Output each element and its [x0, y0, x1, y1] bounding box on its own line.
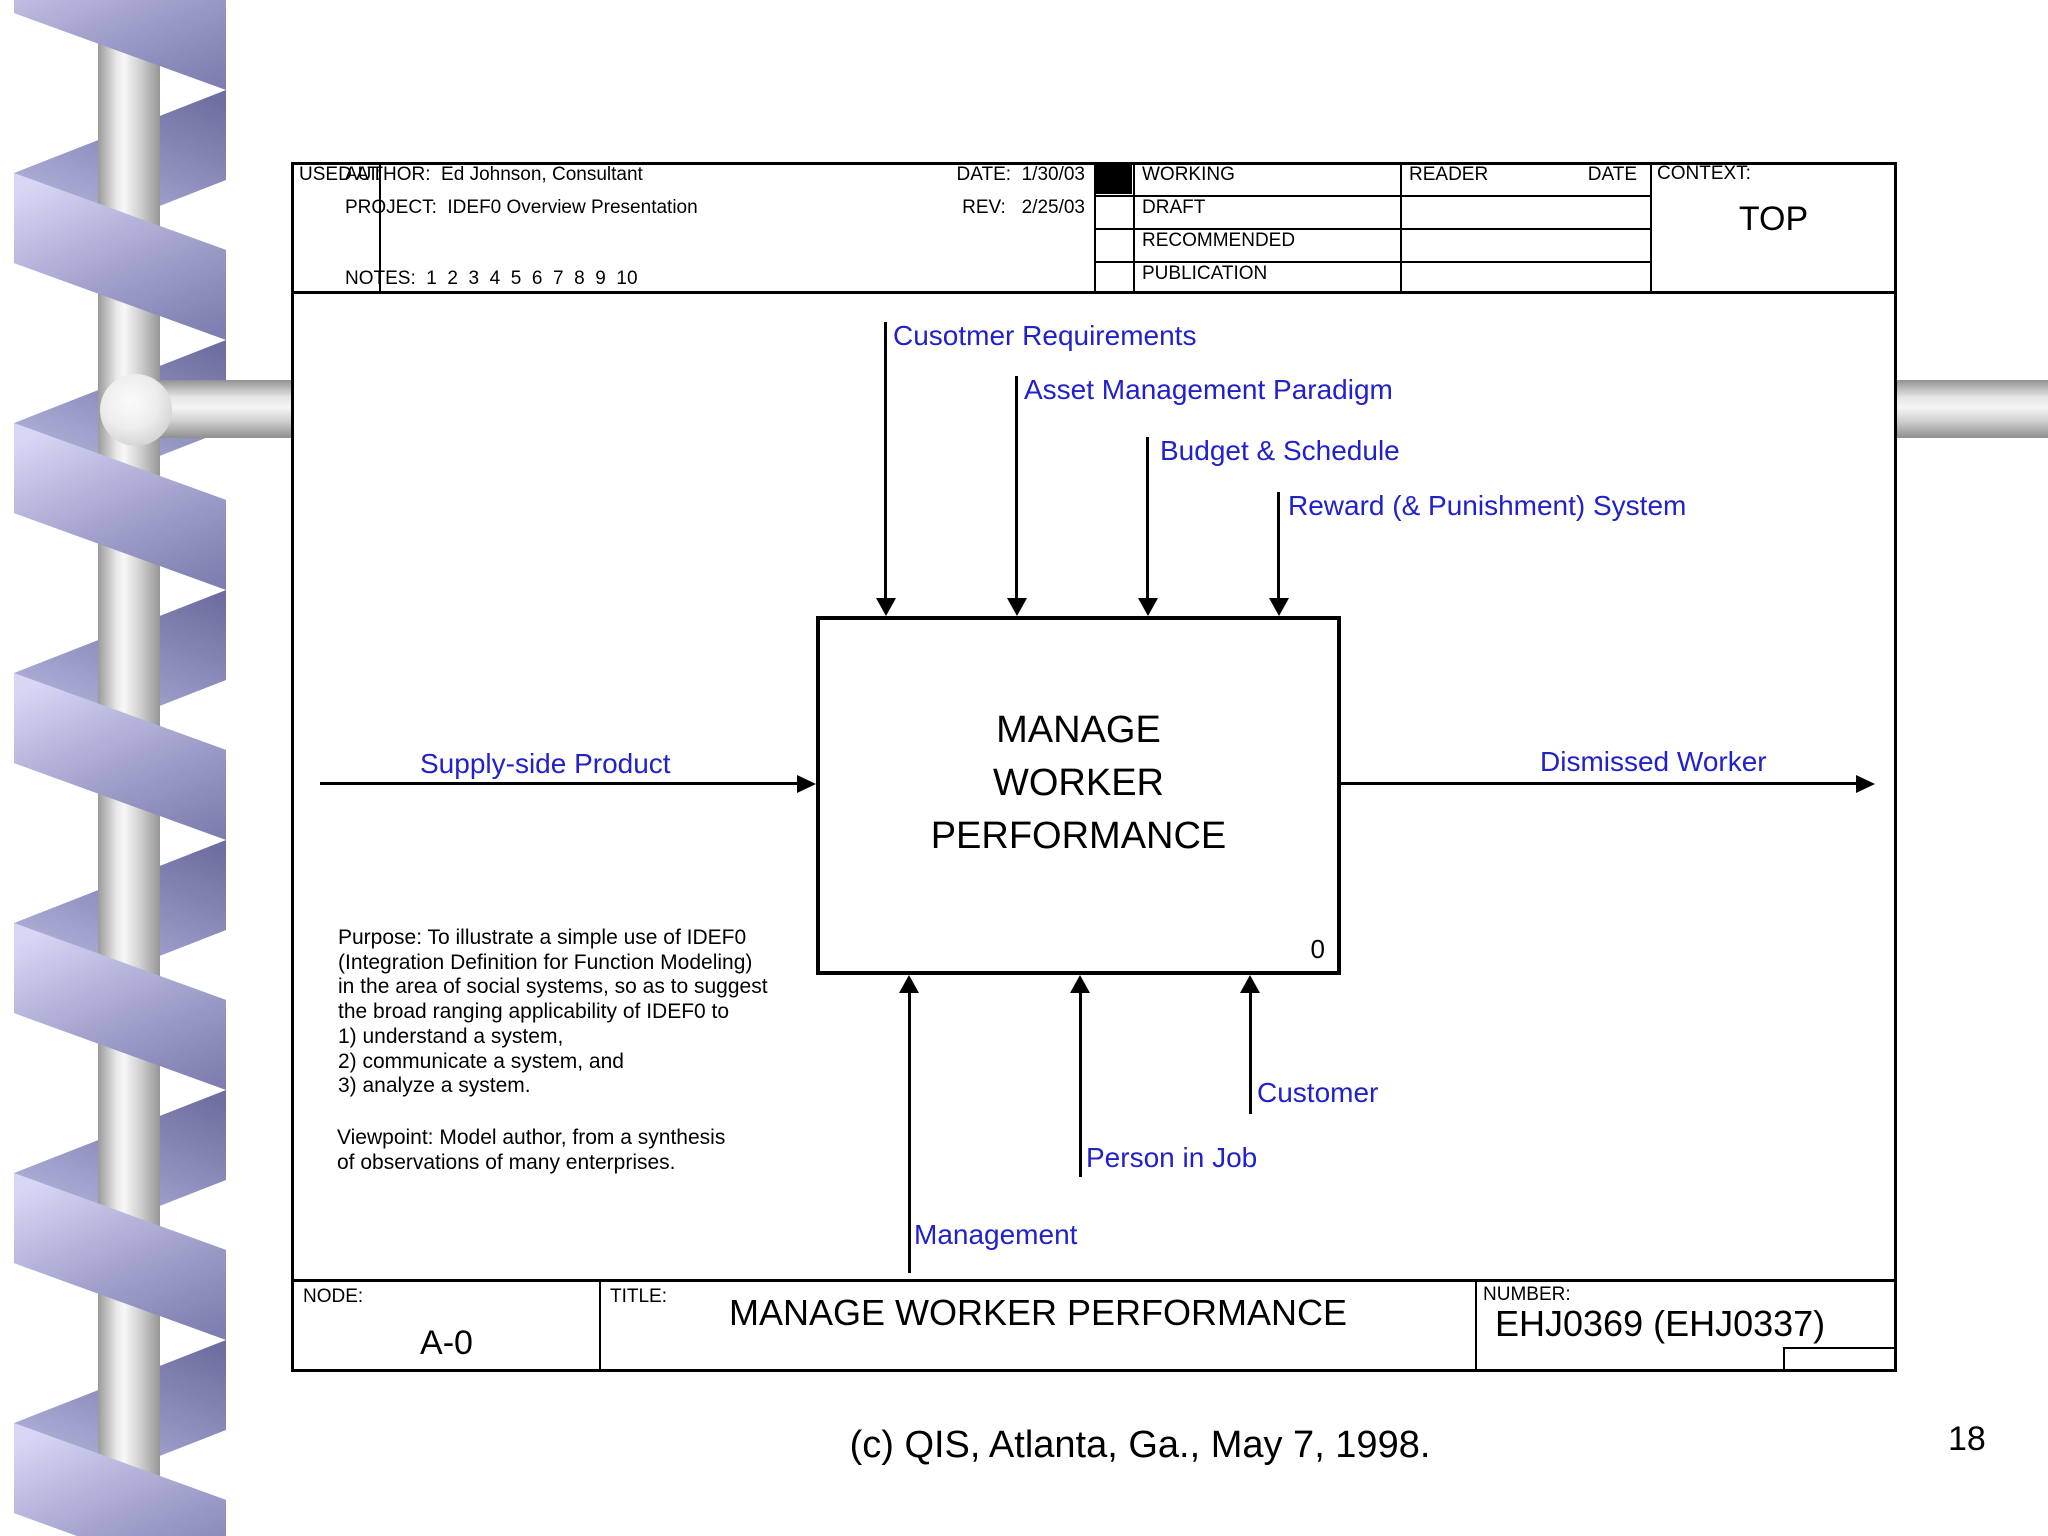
title-label: TITLE: — [610, 1286, 668, 1307]
number-value: EHJ0369 (EHJ0337) — [1495, 1303, 1826, 1344]
control-arrow-line — [1277, 492, 1280, 600]
purpose-text: Purpose: To illustrate a simple use of I… — [338, 926, 768, 1099]
mechanism-label: Customer — [1257, 1077, 1379, 1108]
title-bar-divider — [599, 1281, 601, 1372]
mechanism-arrowhead-icon — [1070, 975, 1090, 993]
reader-label: READER — [1409, 164, 1489, 185]
purpose-line: 3) analyze a system. — [338, 1074, 531, 1098]
control-arrowhead-icon — [1269, 598, 1289, 616]
header-divider — [1133, 162, 1135, 293]
output-label: Dismissed Worker — [1540, 746, 1767, 777]
notes-field: NOTES: 1 2 3 4 5 6 7 8 9 10 — [345, 268, 638, 289]
output-arrow-line — [1341, 782, 1857, 785]
control-arrow-line — [1146, 437, 1149, 600]
status-row-working: WORKING — [1142, 164, 1235, 185]
control-label: Asset Management Paradigm — [1024, 374, 1393, 405]
mechanism-label: Management — [914, 1219, 1078, 1250]
horizontal-pipe-left — [150, 380, 293, 438]
purpose-line: 1) understand a system, — [338, 1024, 564, 1048]
function-box-title-line: MANAGE — [996, 709, 1161, 751]
purpose-line: (Integration Definition for Function Mod… — [338, 950, 753, 974]
control-label: Reward (& Punishment) System — [1288, 490, 1687, 521]
title-bar-divider — [1475, 1281, 1477, 1372]
header-divider — [379, 162, 381, 293]
function-box-title: MANAGE WORKER PERFORMANCE — [820, 620, 1337, 863]
copyright-footer: (c) QIS, Atlanta, Ga., May 7, 1998. — [849, 1424, 1431, 1466]
output-arrowhead-icon — [1856, 775, 1875, 793]
header-row-rule — [1094, 228, 1650, 230]
rev-field: REV: 2/25/03 — [962, 197, 1085, 218]
status-check-square — [1096, 164, 1132, 194]
purpose-line: in the area of social systems, so as to … — [338, 975, 768, 999]
project-field: PROJECT: IDEF0 Overview Presentation — [345, 197, 698, 218]
node-label: NODE: — [303, 1286, 364, 1307]
reader-date-label: DATE — [1587, 164, 1637, 185]
function-box: MANAGE WORKER PERFORMANCE 0 — [816, 616, 1341, 975]
status-row-recommended: RECOMMENDED — [1142, 230, 1296, 251]
purpose-line: Purpose: To illustrate a simple use of I… — [338, 926, 747, 949]
viewpoint-line: of observations of many enterprises. — [337, 1150, 676, 1174]
status-row-draft: DRAFT — [1142, 197, 1206, 218]
control-arrow-line — [1015, 376, 1018, 600]
function-box-number: 0 — [1310, 934, 1325, 964]
header-divider — [1400, 162, 1402, 293]
purpose-line: 2) communicate a system, and — [338, 1049, 624, 1073]
function-box-title-line: WORKER — [993, 762, 1164, 804]
context-value: TOP — [1738, 200, 1809, 238]
status-row-publication: PUBLICATION — [1142, 263, 1268, 284]
title-bar-top-rule — [291, 1279, 1897, 1282]
input-arrowhead-icon — [797, 775, 816, 793]
mechanism-arrow-line — [908, 991, 911, 1273]
function-box-title-line: PERFORMANCE — [930, 815, 1227, 857]
header-divider — [1650, 162, 1652, 293]
input-arrow-line — [320, 782, 797, 785]
mechanism-arrowhead-icon — [899, 975, 919, 993]
control-arrow-line — [884, 322, 887, 600]
header-row-rule — [1094, 261, 1650, 263]
context-label: CONTEXT: — [1657, 163, 1751, 184]
input-label: Supply-side Product — [420, 748, 671, 779]
idef0-form-border — [291, 162, 1897, 1372]
mechanism-arrow-line — [1079, 991, 1082, 1177]
horizontal-pipe-right — [1897, 380, 2048, 438]
purpose-line: the broad ranging applicability of IDEF0… — [338, 1000, 730, 1024]
date-field: DATE: 1/30/03 — [956, 164, 1086, 185]
mechanism-label: Person in Job — [1086, 1142, 1258, 1173]
control-arrowhead-icon — [1007, 598, 1027, 616]
control-arrowhead-icon — [1138, 598, 1158, 616]
control-label: Cusotmer Requirements — [893, 320, 1197, 351]
page-number: 18 — [1948, 1420, 1986, 1458]
header-row-rule — [1094, 195, 1650, 197]
header-divider — [1094, 162, 1096, 293]
viewpoint-line: Viewpoint: Model author, from a synthesi… — [337, 1126, 726, 1149]
mechanism-arrowhead-icon — [1240, 975, 1260, 993]
mechanism-arrow-line — [1249, 991, 1252, 1114]
title-value: MANAGE WORKER PERFORMANCE — [728, 1292, 1348, 1333]
pipe-joint-sphere — [100, 374, 172, 446]
used-at-label: USED AT: — [299, 164, 383, 185]
control-arrowhead-icon — [876, 598, 896, 616]
control-label: Budget & Schedule — [1160, 435, 1400, 466]
number-label: NUMBER: — [1483, 1284, 1571, 1305]
number-notch — [1783, 1347, 1895, 1370]
author-field: AUTHOR: Ed Johnson, Consultant — [345, 164, 643, 185]
node-value: A-0 — [420, 1324, 473, 1362]
viewpoint-text: Viewpoint: Model author, from a synthesi… — [337, 1126, 725, 1175]
